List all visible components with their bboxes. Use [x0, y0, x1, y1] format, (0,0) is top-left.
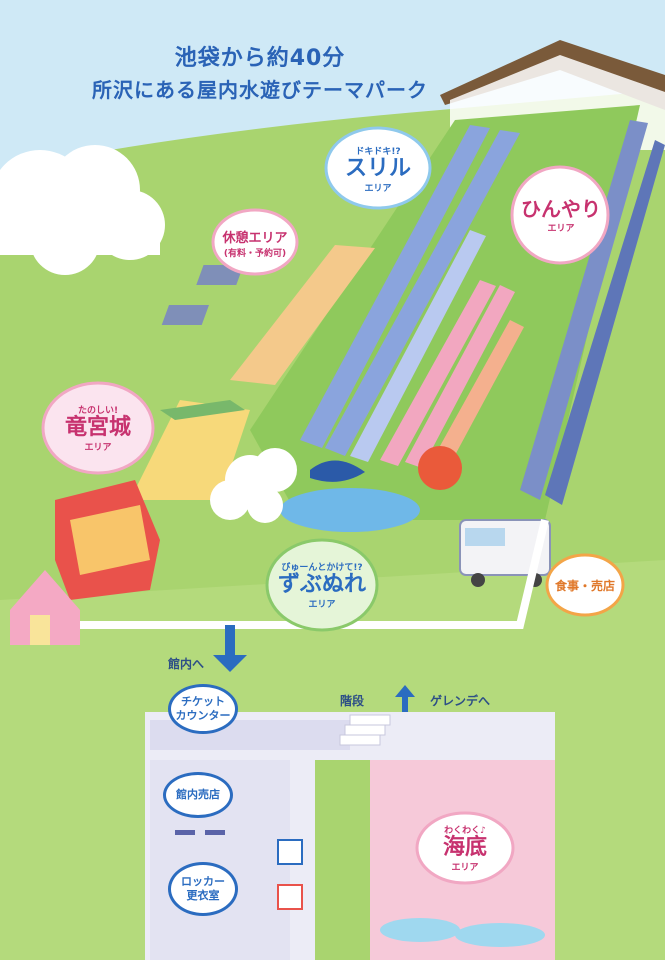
title-line2: 所沢にある屋内水遊びテーマパーク: [92, 78, 428, 102]
shop-name: 館内売店: [176, 788, 220, 801]
hinyari-tag: エリア: [547, 223, 575, 234]
building-roof: [440, 40, 665, 110]
ticket-line1: チケット: [181, 695, 225, 708]
locker-line2: 更衣室: [186, 889, 220, 902]
to-inside-label: 館内へ: [168, 657, 205, 671]
ticket-line2: カウンター: [175, 709, 231, 722]
zubunure-name: ずぶぬれ: [277, 572, 366, 597]
ticket-counter-label: チケット カウンター: [168, 684, 238, 734]
hinyari-badge-bg: [510, 165, 610, 265]
rest-area-deck: [230, 245, 375, 385]
thrill-area-badge: ドキドキ!? スリル エリア: [328, 130, 428, 208]
locker-label: ロッカー 更衣室: [168, 862, 238, 916]
kaitei-area-badge: わくわく♪ 海底 エリア: [418, 815, 512, 881]
locker-line1: ロッカー: [181, 875, 225, 888]
kaitei-name: 海底: [442, 835, 487, 860]
to-slope-label: ゲレンデへ: [430, 694, 491, 708]
mist-cloud: [210, 448, 297, 523]
shokuji-badge: 食事・売店: [548, 568, 622, 602]
zubunure-area-badge: びゅーんとかけて!? ずぶぬれ エリア: [268, 545, 376, 625]
candy-house: [10, 570, 80, 645]
restroom-male-icon: [277, 839, 303, 865]
shokuji-badge-bg: [545, 553, 625, 617]
thrill-name: スリル: [344, 156, 411, 181]
stairs-label: 階段: [340, 694, 365, 708]
thrill-tag: エリア: [364, 184, 392, 194]
zubunure-badge-bg: [265, 538, 379, 632]
slides: [300, 120, 665, 505]
cloud: [0, 145, 165, 275]
indoor-shop-label: 館内売店: [163, 772, 233, 818]
kyuukei-sub: (有料・予約可): [223, 249, 287, 259]
arrow-down-icon: [213, 625, 247, 672]
whale: [310, 460, 365, 482]
zubunure-sub: びゅーんとかけて!?: [281, 563, 363, 573]
hinyari-name: ひんやり: [521, 196, 601, 221]
kyuukei-name: 休憩エリア: [222, 231, 288, 246]
zubunure-tag: エリア: [308, 600, 336, 610]
restroom-female-icon: [277, 884, 303, 910]
thrill-sub: ドキドキ!?: [355, 147, 401, 157]
ryuuguujou-badge-bg: [41, 381, 155, 475]
kyuukei-area-badge: 休憩エリア (有料・予約可): [213, 222, 297, 264]
kaitei-sub: わくわく♪: [444, 826, 486, 836]
kaitei-badge-bg: [415, 811, 515, 885]
arrow-up-icon: [395, 685, 415, 715]
thrill-badge-bg: [324, 126, 432, 210]
ryuuguujou-name: 竜宮城: [64, 415, 131, 440]
hinyari-area-badge: ひんやり エリア: [515, 175, 607, 255]
ryuuguujou-tag: エリア: [84, 443, 112, 453]
shokuji-name: 食事・売店: [554, 578, 615, 593]
kaitei-tag: エリア: [451, 863, 479, 873]
octopus: [418, 446, 462, 490]
pool: [280, 488, 420, 532]
shelter: [130, 400, 250, 500]
kyuukei-badge-bg: [211, 208, 299, 276]
title-line1: 池袋から約40分: [174, 46, 346, 71]
ryuuguujou-sub: たのしい!: [77, 406, 119, 416]
ryuuguujou-area-badge: たのしい! 竜宮城 エリア: [45, 385, 151, 471]
